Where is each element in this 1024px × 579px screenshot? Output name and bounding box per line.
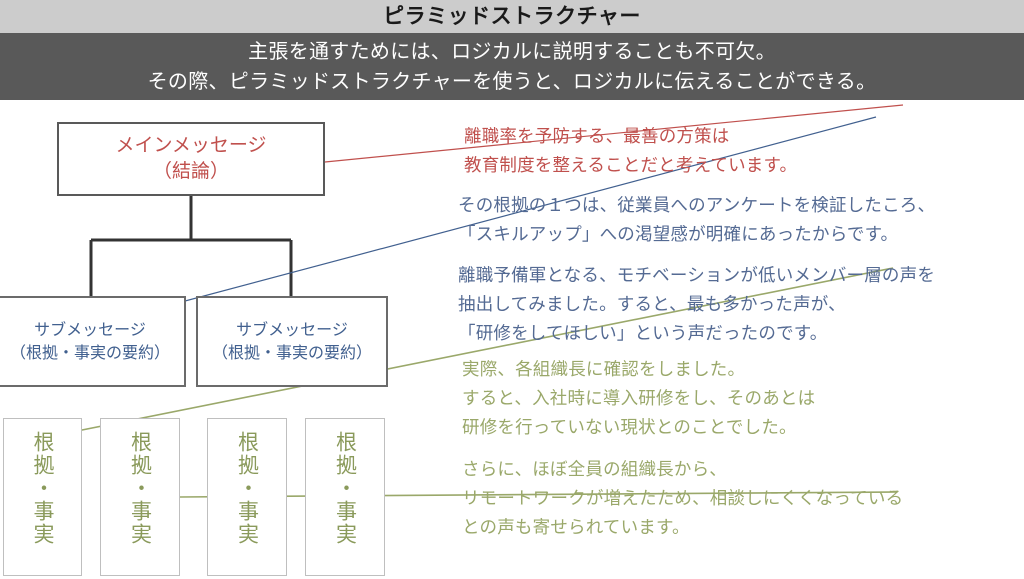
evidence-2-text: 根拠・事実 <box>128 431 152 546</box>
banner-line-1: 主張を通すためには、ロジカルに説明することも不可欠。 <box>248 40 776 63</box>
main-message-box[interactable]: メインメッセージ （結論） <box>57 122 325 196</box>
page-title: ピラミッドストラクチャー <box>383 5 641 28</box>
title-strip <box>0 0 1024 33</box>
main-message-line-2: （結論） <box>152 161 229 182</box>
annotation-sub-message-1: その根拠の１つは、従業員へのアンケートを検証したころ、 「スキルアップ」への渇望… <box>458 195 936 244</box>
annotation-evidence-2: さらに、ほぼ全員の組織長から、 リモートワークが増えたため、相談しにくくなってい… <box>462 459 904 537</box>
annotation-sub-message-2: 離職予備軍となる、モチベーションが低いメンバー層の声を 抽出してみました。すると… <box>458 265 936 343</box>
sub-message-1-line-2: （根拠・事実の要約） <box>9 344 170 362</box>
evidence-box-3[interactable]: 根拠・事実 <box>207 418 287 576</box>
evidence-4-text: 根拠・事実 <box>333 431 357 546</box>
subtitle-banner-text: 主張を通すためには、ロジカルに説明することも不可欠。 その際、ピラミッドストラク… <box>0 33 1024 100</box>
evidence-box-1[interactable]: 根拠・事実 <box>3 418 82 576</box>
sub-message-1-line-1: サブメッセージ <box>34 321 146 339</box>
sub-message-2-line-1: サブメッセージ <box>236 321 348 339</box>
sub-message-box-2[interactable]: サブメッセージ （根拠・事実の要約） <box>196 296 388 387</box>
subtitle-banner: 主張を通すためには、ロジカルに説明することも不可欠。 その際、ピラミッドストラク… <box>0 33 1024 100</box>
evidence-box-2[interactable]: 根拠・事実 <box>100 418 180 576</box>
evidence-3-text: 根拠・事実 <box>235 431 259 546</box>
pyramid-structure-diagram: メインメッセージ （結論） サブメッセージ （根拠・事実の要約） サブメッセージ… <box>0 100 1024 579</box>
annotation-evidence-1: 実際、各組織長に確認をしました。 すると、入社時に導入研修をし、そのあとは 研修… <box>462 359 816 437</box>
evidence-1-text: 根拠・事実 <box>31 431 54 546</box>
evidence-box-4[interactable]: 根拠・事実 <box>305 418 385 576</box>
sub-message-box-1[interactable]: サブメッセージ （根拠・事実の要約） <box>0 296 186 387</box>
main-message-line-1: メインメッセージ <box>115 135 267 156</box>
banner-line-2: その際、ピラミッドストラクチャーを使うと、ロジカルに伝えることができる。 <box>147 70 877 93</box>
annotation-main-message: 離職率を予防する、最善の方策は 教育制度を整えることだと考えています。 <box>464 126 798 175</box>
sub-message-2-line-2: （根拠・事実の要約） <box>211 344 372 362</box>
